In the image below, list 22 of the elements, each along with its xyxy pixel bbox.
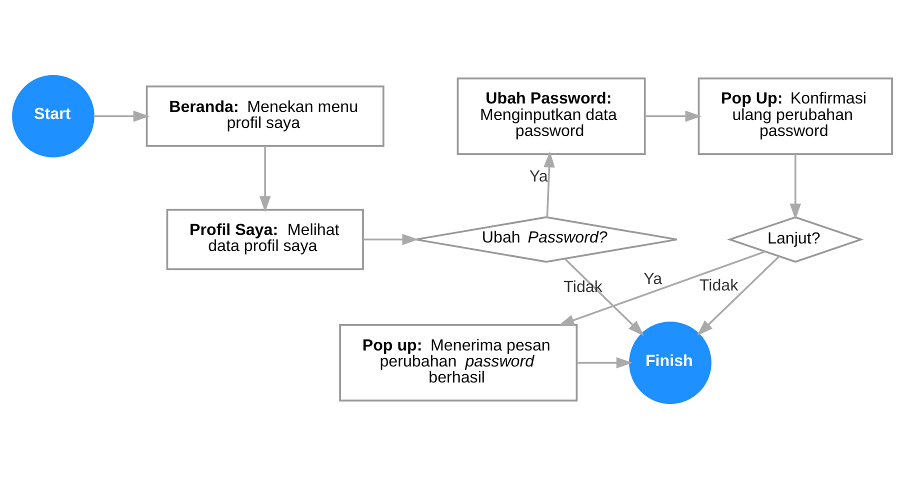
arrow	[790, 154, 802, 220]
arrow	[564, 258, 644, 336]
node-box: Beranda: Menekan menu profil saya	[146, 85, 384, 146]
node-box: Pop up: Menerima pesan perubahan password berhasil	[339, 324, 578, 401]
arrow	[259, 146, 271, 212]
arrow	[645, 110, 702, 122]
arrow	[576, 356, 633, 368]
arrow	[363, 233, 418, 245]
node-circle: Start	[12, 74, 94, 157]
node-box: Profil Saya: Melihat data profil saya	[166, 208, 364, 270]
arrow	[558, 250, 766, 326]
node-box: Ubah Password: Menginputkan data password	[456, 77, 646, 154]
node-box: Pop Up: Konfirmasi ulang perubahan password	[698, 77, 893, 154]
arrow	[544, 150, 555, 217]
arrow	[94, 110, 150, 122]
edge-label: Ya	[529, 166, 548, 185]
edge-label: Tidak	[564, 277, 602, 296]
edge-label: Ya	[644, 269, 662, 288]
arrow	[697, 255, 780, 336]
node-diamond: Ubah Password?	[414, 216, 678, 262]
node-diamond: Lanjut?	[726, 216, 864, 262]
edge-label: Tidak	[699, 276, 738, 294]
